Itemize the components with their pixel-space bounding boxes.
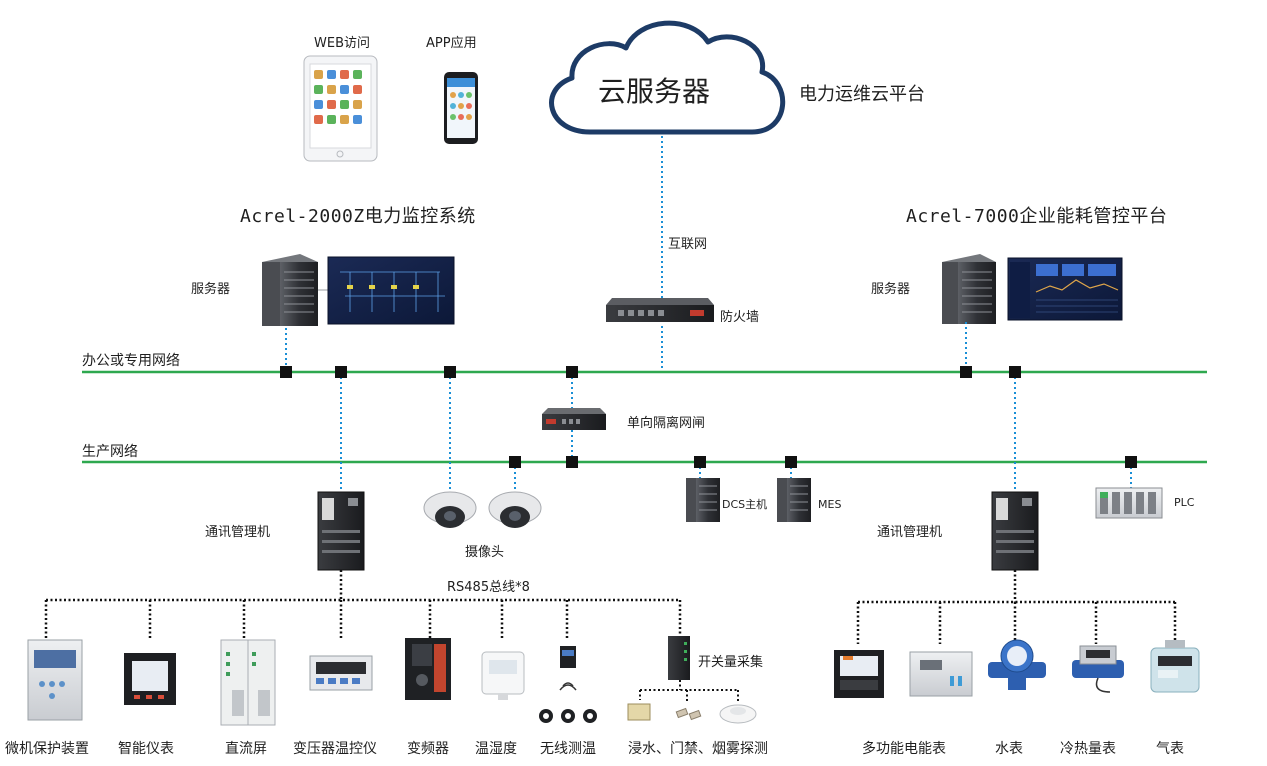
node	[280, 366, 292, 378]
app-label: APP应用	[426, 36, 477, 51]
multifunction-energy-meter-icon	[834, 650, 884, 698]
right-monitor-screen	[1007, 257, 1123, 321]
office-network-label: 办公或专用网络	[82, 353, 180, 369]
phone-icon	[444, 72, 478, 144]
device-label: 多功能电能表	[862, 741, 946, 757]
cloud-shape	[549, 20, 786, 135]
switch-collector-label: 开关量采集	[698, 655, 764, 670]
device-label: 变频器	[407, 741, 449, 757]
left-server-label: 服务器	[191, 282, 231, 297]
switch-collector-icon	[668, 636, 690, 680]
right-comm-manager-label: 通讯管理机	[877, 525, 943, 540]
device-label: 温湿度	[475, 741, 517, 757]
device-label: 微机保护装置	[5, 741, 89, 757]
camera-icon	[488, 491, 542, 528]
firewall-icon	[606, 298, 714, 322]
production-network-label: 生产网络	[82, 444, 138, 460]
node	[1009, 366, 1021, 378]
device-label: 智能仪表	[118, 741, 174, 757]
heat-meter-icon	[1072, 645, 1124, 693]
device-label: 直流屏	[225, 741, 267, 757]
right-server-label: 服务器	[871, 282, 911, 297]
gas-meter-icon	[1150, 640, 1200, 693]
network-nodes	[280, 366, 1137, 468]
inverter-icon	[405, 638, 451, 700]
camera-icon	[423, 491, 477, 528]
node	[335, 366, 347, 378]
node	[444, 366, 456, 378]
isolation-gateway-icon	[542, 408, 606, 430]
smoke-detector-icon	[719, 704, 757, 724]
device-label: 变压器温控仪	[293, 741, 377, 757]
device-label: 气表	[1156, 741, 1184, 757]
left-system-title: Acrel-2000Z电力监控系统	[240, 206, 476, 227]
device-label: 无线测温	[540, 741, 596, 757]
protection-device-icon	[27, 639, 83, 721]
node	[960, 366, 972, 378]
firewall-label: 防火墙	[720, 310, 760, 325]
cloud-server-label: 云服务器	[598, 75, 711, 108]
internet-label: 互联网	[668, 237, 708, 252]
right-system-title: Acrel-7000企业能耗管控平台	[906, 206, 1168, 227]
mes-label: MES	[818, 498, 842, 511]
dc-panel-icon	[220, 639, 276, 726]
left-monitor-screen	[327, 256, 455, 325]
water-leak-sensor-icon	[627, 703, 651, 721]
tablet-icon	[303, 55, 378, 162]
isolation-gateway-label: 单向隔离网闸	[627, 416, 706, 431]
device-label: 浸水、门禁、烟雾探测	[628, 741, 768, 757]
node	[566, 366, 578, 378]
wireless-temp-icon	[539, 646, 597, 723]
node	[1125, 456, 1137, 468]
dcs-label: DCS主机	[722, 498, 768, 511]
cloud-platform-label: 电力运维云平台	[799, 84, 925, 105]
mes-server-icon	[777, 478, 811, 522]
transformer-temp-controller-icon	[309, 655, 373, 691]
device-label: 水表	[995, 741, 1023, 757]
right-server-icon	[942, 254, 996, 324]
right-bus	[856, 570, 1177, 644]
node	[509, 456, 521, 468]
dcs-server-icon	[686, 478, 720, 522]
rs485-bus-label: RS485总线*8	[447, 580, 530, 595]
energy-meter-icon	[909, 651, 973, 697]
plc-label: PLC	[1174, 496, 1195, 509]
device-label: 冷热量表	[1060, 741, 1116, 757]
door-sensor-icon	[675, 707, 702, 721]
plc-icon	[1095, 487, 1163, 519]
left-comm-manager-label: 通讯管理机	[205, 525, 271, 540]
node	[694, 456, 706, 468]
node	[785, 456, 797, 468]
camera-label: 摄像头	[465, 545, 505, 560]
left-server-icon	[262, 254, 318, 326]
temp-humidity-sensor-icon	[481, 651, 525, 700]
rs485-bus	[44, 570, 682, 640]
node	[566, 456, 578, 468]
web-access-label: WEB访问	[314, 36, 370, 51]
right-comm-manager-icon	[991, 491, 1039, 571]
water-meter-icon	[988, 639, 1046, 690]
left-comm-manager-icon	[317, 491, 365, 571]
smart-meter-icon	[124, 653, 176, 705]
